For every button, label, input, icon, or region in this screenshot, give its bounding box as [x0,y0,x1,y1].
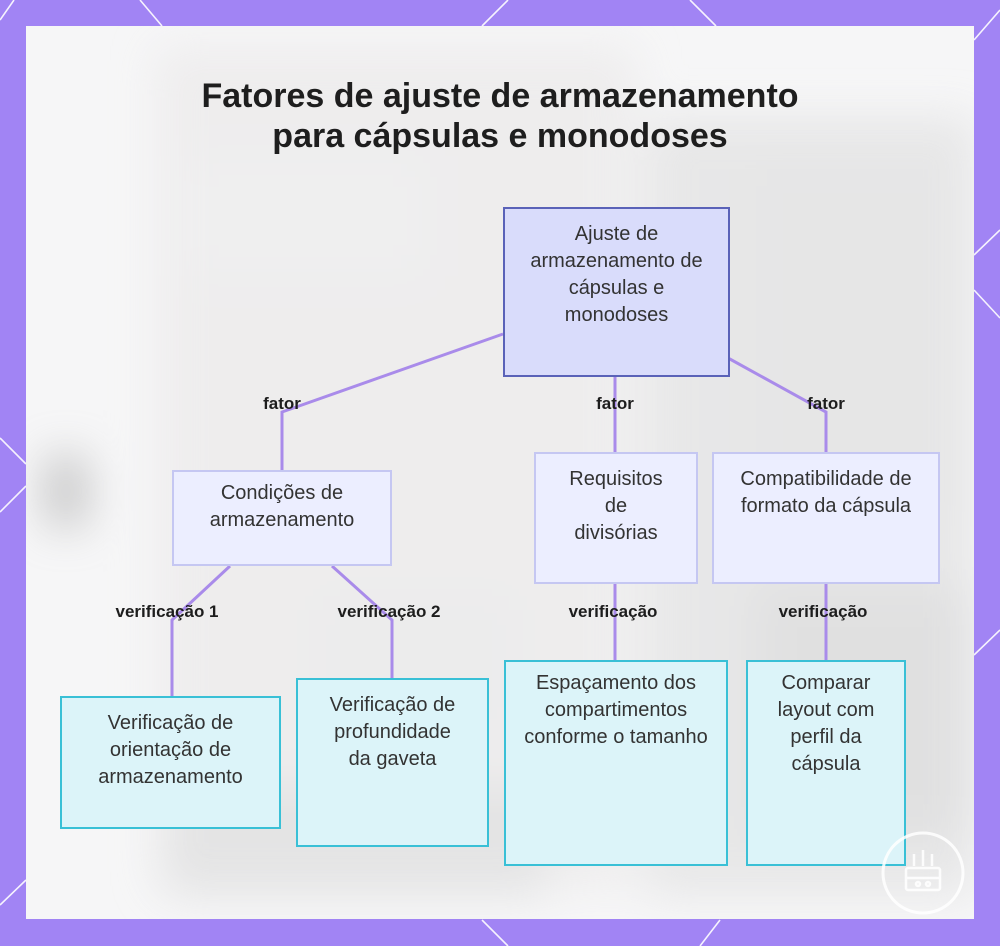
edge-label-factor-2: fator [596,394,634,413]
factor-node-label: Compatibilidade de formato da cápsula [740,468,912,517]
title-line-1: Fatores de ajuste de armazenamento [201,77,799,115]
check-node-label: Comparar layout com perfil da cápsula [777,672,875,775]
check-node-drawer-depth: Verificação de profundidade da gaveta [296,678,489,847]
factor-node-label: Condições de armazenamento [209,482,355,531]
edge-label-check-1: verificação 1 [115,602,219,621]
factor-node-storage-conditions: Condições de armazenamento [172,470,392,566]
edge-factor-1-to-check-1 [170,564,232,696]
edge-label-factor-1: fator [263,394,301,413]
root-node-label: Ajuste de armazenamento de cápsulas e mo… [530,223,703,326]
edge-label-factor-3: fator [807,394,845,413]
check-node-orientation: Verificação de orientação de armazenamen… [60,696,281,829]
title-line-2: para cápsulas e monodoses [272,117,728,155]
check-node-label: Verificação de orientação de armazenamen… [98,712,243,788]
root-node: Ajuste de armazenamento de cápsulas e mo… [503,207,730,377]
logo-icon [881,831,965,915]
check-node-label: Verificação de profundidade da gaveta [329,694,456,770]
check-node-label: Espaçamento dos compartimentos conforme … [524,672,708,748]
check-node-layout-profile: Comparar layout com perfil da cápsula [746,660,906,866]
edge-root-to-factor-1 [280,332,504,470]
factor-node-format-compatibility: Compatibilidade de formato da cápsula [712,452,940,584]
factor-node-label: Requisitos de divisórias [569,468,663,544]
page-title: Fatores de ajuste de armazenamento para … [100,76,900,156]
edge-label-check-3: verificação [568,602,658,621]
edge-label-check-4: verificação [778,602,868,621]
edge-factor-1-to-check-2 [330,564,394,678]
edge-root-to-factor-3 [727,356,828,452]
check-node-compartment-spacing: Espaçamento dos compartimentos conforme … [504,660,728,866]
edge-label-check-2: verificação 2 [337,602,441,621]
factor-node-divider-requirements: Requisitos de divisórias [534,452,698,584]
